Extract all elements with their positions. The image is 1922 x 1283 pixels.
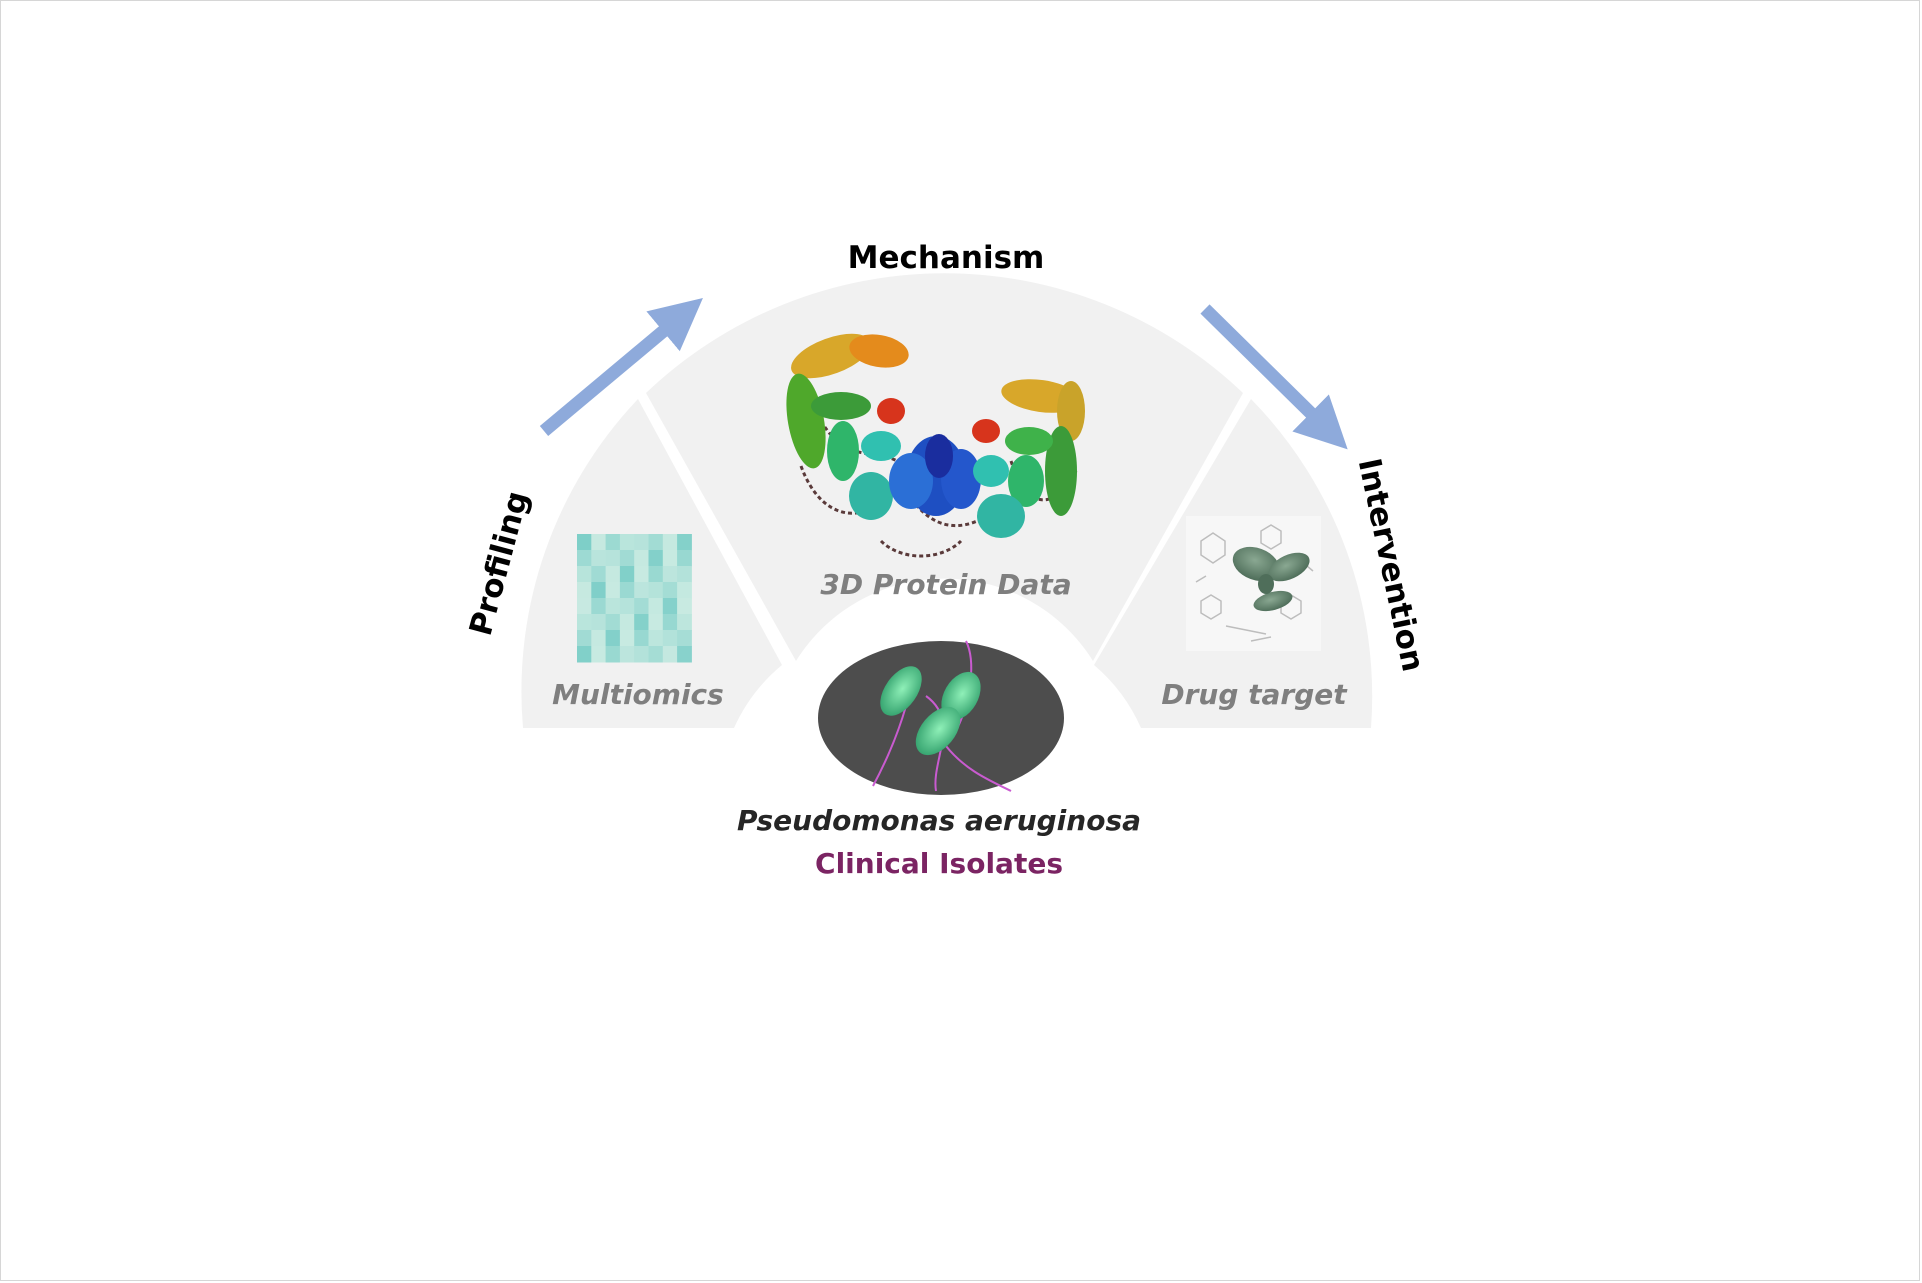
heatmap-cell <box>677 646 692 663</box>
heatmap-cell <box>605 582 621 599</box>
arrow-profiling-to-mechanism <box>539 297 703 436</box>
heatmap-cell <box>591 566 607 583</box>
heatmap-cell <box>577 534 592 551</box>
heatmap-cell <box>605 566 621 583</box>
heatmap-cell <box>591 630 607 647</box>
organism-subtitle: Clinical Isolates <box>815 847 1063 880</box>
heatmap-cell <box>662 534 678 551</box>
heatmap-cell <box>577 630 592 647</box>
heatmap-cell <box>677 550 692 567</box>
heatmap-cell <box>634 646 649 663</box>
heatmap-cell <box>619 598 635 615</box>
heatmap-cell <box>591 534 607 551</box>
heatmap-cell <box>634 614 649 631</box>
heatmap-cell <box>577 566 592 583</box>
heatmap-cell <box>648 598 664 615</box>
heatmap-cell <box>648 582 664 599</box>
heatmap-cell <box>634 550 649 567</box>
heatmap-cell <box>648 614 664 631</box>
heatmap-cell <box>591 614 607 631</box>
segment-label-multiomics: Multiomics <box>552 678 724 711</box>
heatmap-cell <box>605 598 621 615</box>
heatmap-cell <box>662 582 678 599</box>
heatmap-cell <box>619 550 635 567</box>
heatmap-cell <box>677 534 692 551</box>
heatmap-cell <box>662 566 678 583</box>
multiomics-heatmap-icon <box>577 534 692 663</box>
heatmap-cell <box>662 630 678 647</box>
bacteria-icon <box>872 640 1012 792</box>
heatmap-cell <box>619 646 635 663</box>
heatmap-cell <box>605 550 621 567</box>
heatmap-cell <box>677 630 692 647</box>
heatmap-cell <box>591 598 607 615</box>
heatmap-cell <box>677 598 692 615</box>
arrow-mechanism-to-intervention <box>1200 304 1348 450</box>
heatmap-cell <box>619 630 635 647</box>
stage-label-mechanism: Mechanism <box>848 240 1045 276</box>
heatmap-cell <box>677 566 692 583</box>
heatmap-cell <box>634 630 649 647</box>
heatmap-cell <box>577 598 592 615</box>
drug-target-icon <box>1186 516 1321 651</box>
heatmap-cell <box>634 582 649 599</box>
segment-label-3d-protein: 3D Protein Data <box>820 568 1071 601</box>
heatmap-cell <box>662 646 678 663</box>
heatmap-cell <box>662 614 678 631</box>
heatmap-cell <box>634 534 649 551</box>
heatmap-cell <box>648 566 664 583</box>
stage-label-profiling: Profiling <box>463 487 536 639</box>
heatmap-cell <box>662 550 678 567</box>
protein-structure-icon <box>786 333 1085 558</box>
heatmap-cell <box>577 614 592 631</box>
organism-name: Pseudomonas aeruginosa <box>737 804 1141 837</box>
heatmap-cell <box>591 550 607 567</box>
heatmap-cell <box>634 566 649 583</box>
heatmap-cell <box>662 598 678 615</box>
heatmap-cell <box>619 566 635 583</box>
heatmap-cell <box>577 582 592 599</box>
heatmap-cell <box>605 614 621 631</box>
heatmap-cell <box>605 646 621 663</box>
heatmap-cell <box>619 582 635 599</box>
heatmap-cell <box>677 582 692 599</box>
heatmap-cell <box>648 550 664 567</box>
heatmap-cell <box>577 550 592 567</box>
heatmap-cell <box>619 534 635 551</box>
heatmap-cell <box>648 646 664 663</box>
heatmap-cell <box>648 630 664 647</box>
heatmap-cell <box>677 614 692 631</box>
heatmap-cell <box>634 598 649 615</box>
heatmap-cell <box>577 646 592 663</box>
heatmap-cell <box>605 630 621 647</box>
heatmap-cell <box>591 646 607 663</box>
heatmap-cell <box>605 534 621 551</box>
heatmap-cell <box>648 534 664 551</box>
heatmap-cell <box>591 582 607 599</box>
heatmap-cell <box>619 614 635 631</box>
segment-label-drug-target: Drug target <box>1161 678 1348 711</box>
